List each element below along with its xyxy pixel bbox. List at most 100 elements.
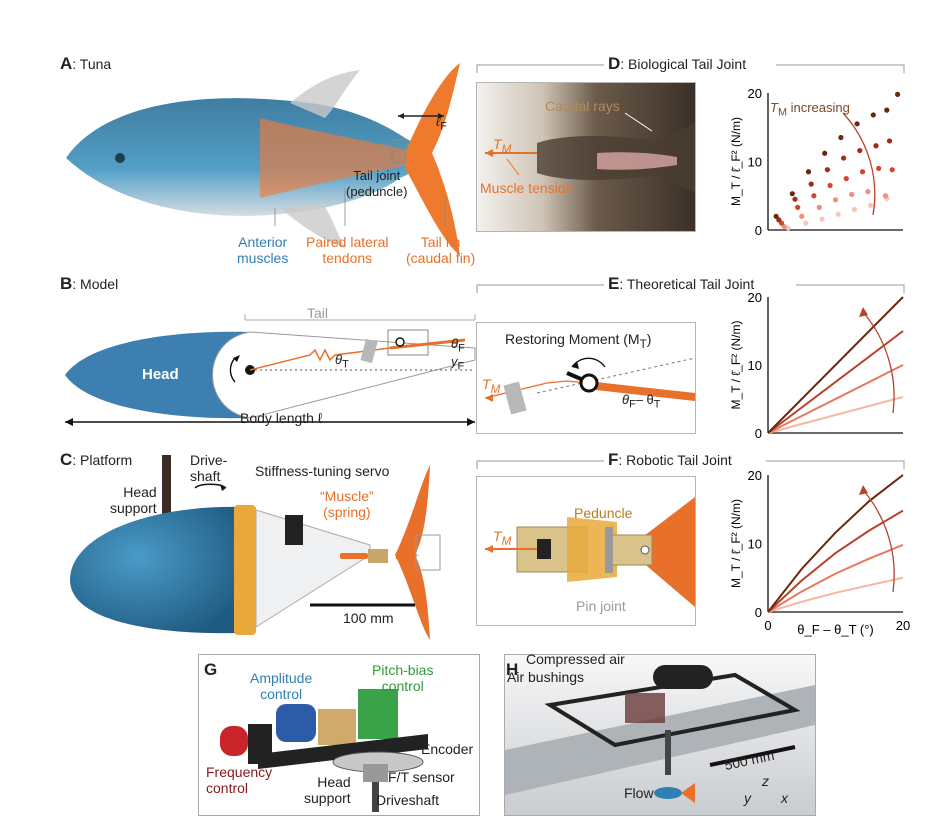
axis-x-label: x	[781, 790, 788, 806]
chart-f-ylabel: M_T / ℓ̄_F² (N/m)	[729, 499, 743, 588]
muscle-tension-label: Muscle tension	[480, 180, 574, 196]
peduncle-label: Peduncle	[574, 505, 633, 521]
panel-d-bracket	[476, 64, 905, 73]
chart-d-point	[841, 155, 847, 161]
chart-f-ytick: 0	[755, 605, 762, 620]
panel-a-label: A: Tuna	[60, 54, 112, 73]
panel-f-bracket	[476, 460, 905, 469]
panel-b-label: B: Model	[60, 274, 119, 293]
chart-d-point	[799, 213, 805, 219]
chart-d-plot: 0 10 20M_T / ℓ̄_F² (N/m)	[729, 86, 903, 238]
scale-100mm: 100 mm	[343, 610, 394, 626]
biological-joint-drawing	[485, 112, 695, 193]
chart-d-point	[882, 193, 889, 199]
tail-fin-label: Tail fin(caudal fin)	[406, 234, 476, 266]
carriage-system	[505, 665, 815, 803]
chart-f-series-line	[767, 576, 904, 613]
chart-d-point	[884, 107, 890, 113]
chart-d-point	[803, 220, 809, 226]
chart-d-point	[808, 181, 814, 187]
air-bushings-label: Air bushings	[507, 669, 585, 685]
chart-f-xtick: 0	[764, 618, 771, 633]
chart-d-point	[824, 167, 830, 173]
chart-d-point	[870, 112, 876, 118]
theoretical-joint-box	[476, 322, 696, 434]
platform-illustration	[70, 455, 441, 640]
tm-label-d: TM	[493, 136, 512, 156]
caudal-rays-label: Caudal rays	[545, 98, 620, 114]
driveshaft-label: Drive-shaft	[190, 452, 228, 484]
tail-joint-label: Tail joint(peduncle)	[346, 168, 408, 199]
pin-joint-label: Pin joint	[576, 598, 626, 614]
chart-d-point	[849, 191, 855, 197]
theta-t-label: θT	[335, 352, 349, 371]
chart-d-point	[827, 182, 833, 189]
chart-d-point	[805, 169, 812, 175]
chart-d-point	[868, 202, 874, 208]
panel-g-label: G	[204, 660, 218, 679]
chart-e-series-line	[767, 395, 904, 434]
y-f-label: yF	[451, 354, 465, 373]
chart-d-point	[886, 138, 893, 144]
chart-e-series-line	[767, 330, 904, 434]
tm-label-e: TM	[482, 376, 501, 396]
chart-e-series-line	[767, 364, 904, 434]
chart-f-ytick: 10	[748, 537, 762, 552]
biological-joint-photo	[476, 82, 696, 232]
chart-d-point	[838, 134, 844, 141]
angle-diff-label-e: θF– θT	[622, 392, 661, 411]
tm-increasing-label: TM increasing	[770, 100, 850, 119]
chart-f-arrowhead	[859, 485, 868, 495]
chart-d-point	[865, 189, 871, 195]
span-label: ℓF	[436, 114, 447, 133]
chart-d-ytick: 0	[755, 223, 762, 238]
panel-g-box	[198, 654, 480, 816]
chart-f-series-line	[767, 543, 904, 613]
chart-e-ytick: 10	[748, 358, 762, 373]
tail-label: Tail	[307, 305, 329, 321]
driveshaft-g-label: Driveshaft	[376, 792, 440, 808]
chart-d-point	[789, 191, 795, 197]
chart-d-ylabel: M_T / ℓ̄_F² (N/m)	[729, 117, 743, 206]
panel-e-bracket	[476, 284, 905, 293]
ft-sensor-label: F/T sensor	[388, 769, 455, 785]
chart-d-point	[859, 169, 866, 175]
theta-f-label: θF	[451, 336, 465, 355]
chart-d-point	[873, 143, 879, 149]
robotic-joint-drawing	[485, 497, 695, 607]
encoder-label: Encoder	[421, 741, 474, 757]
chart-d-ytick: 20	[748, 86, 762, 101]
chart-d-point	[876, 165, 882, 171]
chart-d-point	[857, 147, 863, 154]
panel-e-label: E: Theoretical Tail Joint	[608, 274, 755, 293]
chart-d-point	[843, 176, 849, 182]
chart-d-point	[851, 206, 857, 213]
chart-d-point	[832, 197, 839, 203]
chart-d-point	[854, 121, 860, 127]
chart-d-point	[773, 213, 779, 219]
chart-d: 0 10 20M_T / ℓ̄_F² (N/m)	[729, 86, 903, 238]
chart-f-trend-arrow	[862, 489, 895, 593]
chart-e-ylabel: M_T / ℓ̄_F² (N/m)	[729, 321, 743, 410]
chart-e-series-line	[767, 296, 904, 434]
head-label: Head	[142, 366, 179, 383]
chart-d-trend-arrow	[842, 112, 876, 216]
chart-f-series-line	[767, 509, 904, 613]
tuna-illustration	[66, 63, 460, 256]
chart-f-series-line	[767, 474, 904, 613]
chart-d-point	[785, 225, 791, 231]
chart-f-xtick: 20	[896, 618, 910, 633]
restoring-moment-label: Restoring Moment (MT)	[505, 331, 652, 351]
panel-c-label: C: Platform	[60, 450, 133, 469]
body-length-label: Body length ℓ	[240, 410, 323, 426]
servo-label: Stiffness-tuning servo	[255, 463, 390, 479]
chart-f-ytick: 20	[748, 468, 762, 483]
chart-d-ytick: 10	[748, 155, 762, 170]
panel-f-label: F: Robotic Tail Joint	[608, 450, 732, 469]
